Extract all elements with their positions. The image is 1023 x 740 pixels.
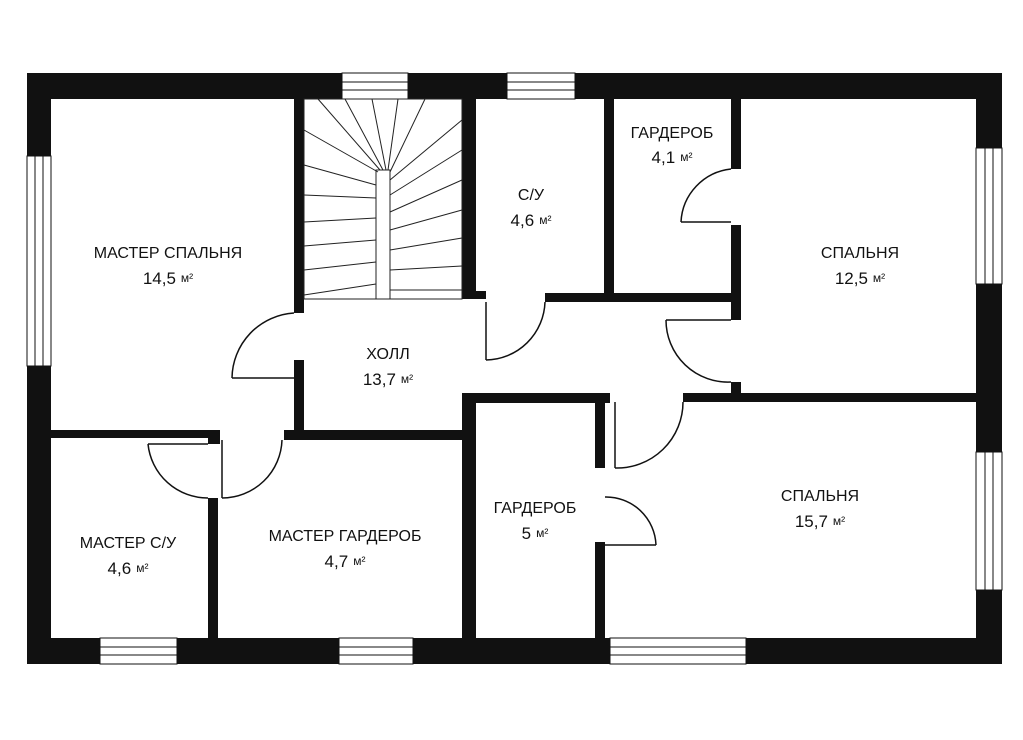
room-unit: м² xyxy=(680,150,692,164)
window-right-bedroom-2 xyxy=(975,451,1003,591)
window-top-bath xyxy=(506,72,576,100)
room-name: МАСТЕР СПАЛЬНЯ xyxy=(94,245,242,262)
room-area-line: 4,1 м² xyxy=(652,148,693,167)
room-name: ГАРДЕРОБ xyxy=(631,125,714,142)
room-name: МАСТЕР С/У xyxy=(80,535,177,552)
label-wardrobe-2: ГАРДЕРОБ 5 м² xyxy=(494,500,577,543)
room-unit: м² xyxy=(401,372,413,386)
room-name: СПАЛЬНЯ xyxy=(821,245,899,262)
room-name: ХОЛЛ xyxy=(366,346,409,363)
room-area-line: 13,7 м² xyxy=(363,370,413,389)
label-wardrobe-1: ГАРДЕРОБ 4,1 м² xyxy=(631,125,714,167)
room-area: 14,5 xyxy=(143,269,176,288)
room-name: ГАРДЕРОБ xyxy=(494,500,577,517)
room-area-line: 15,7 м² xyxy=(795,512,845,531)
label-master-bath: МАСТЕР С/У 4,6 м² xyxy=(80,535,177,578)
label-bedroom-2: СПАЛЬНЯ 15,7 м² xyxy=(781,488,859,531)
room-unit: м² xyxy=(873,271,885,285)
room-unit: м² xyxy=(536,526,548,540)
label-master-wardrobe: МАСТЕР ГАРДЕРОБ 4,7 м² xyxy=(269,528,422,571)
room-area: 4,6 xyxy=(511,211,535,230)
door-master-bath xyxy=(147,443,209,499)
room-area: 4,7 xyxy=(325,552,349,571)
staircase xyxy=(303,98,463,300)
door-bedroom-2 xyxy=(614,401,684,469)
label-hall: ХОЛЛ 13,7 м² xyxy=(363,346,413,389)
room-unit: м² xyxy=(833,514,845,528)
room-area: 4,1 xyxy=(652,148,676,167)
room-area-line: 4,7 м² xyxy=(325,552,366,571)
door-wardrobe-2 xyxy=(604,496,657,546)
room-area-line: 4,6 м² xyxy=(108,559,149,578)
window-top-stair xyxy=(341,72,409,100)
room-area-line: 5 м² xyxy=(522,524,549,543)
window-bottom-master-bath xyxy=(99,637,178,665)
windows xyxy=(26,72,1003,665)
label-bedroom-1: СПАЛЬНЯ 12,5 м² xyxy=(821,245,899,288)
room-area-line: 4,6 м² xyxy=(511,211,552,230)
room-unit: м² xyxy=(353,554,365,568)
room-area: 15,7 xyxy=(795,512,828,531)
window-bottom-master-wardrobe xyxy=(338,637,414,665)
door-master-wardrobe xyxy=(221,439,283,499)
door-bedroom-1 xyxy=(665,319,732,383)
label-bath-1: С/У 4,6 м² xyxy=(511,187,552,230)
door-bath xyxy=(485,301,546,361)
room-name: СПАЛЬНЯ xyxy=(781,488,859,505)
window-right-bedroom-1 xyxy=(975,147,1003,285)
room-area-line: 12,5 м² xyxy=(835,269,885,288)
room-name: МАСТЕР ГАРДЕРОБ xyxy=(269,528,422,545)
room-area: 4,6 xyxy=(108,559,132,578)
room-area-line: 14,5 м² xyxy=(143,269,193,288)
door-master-bedroom xyxy=(231,312,295,379)
label-master-bedroom: МАСТЕР СПАЛЬНЯ 14,5 м² xyxy=(94,245,242,288)
room-unit: м² xyxy=(181,271,193,285)
doors xyxy=(147,168,732,546)
room-unit: м² xyxy=(136,561,148,575)
window-bottom-bedroom-2 xyxy=(609,637,747,665)
room-name: С/У xyxy=(518,187,545,204)
room-area: 12,5 xyxy=(835,269,868,288)
room-area: 5 xyxy=(522,524,531,543)
room-labels: МАСТЕР СПАЛЬНЯ 14,5 м² С/У 4,6 м² ГАРДЕРОБ… xyxy=(80,125,899,578)
room-unit: м² xyxy=(539,213,551,227)
window-left-master xyxy=(26,155,52,367)
door-wardrobe-1 xyxy=(680,168,732,223)
interior-walls xyxy=(51,99,976,638)
room-area: 13,7 xyxy=(363,370,396,389)
